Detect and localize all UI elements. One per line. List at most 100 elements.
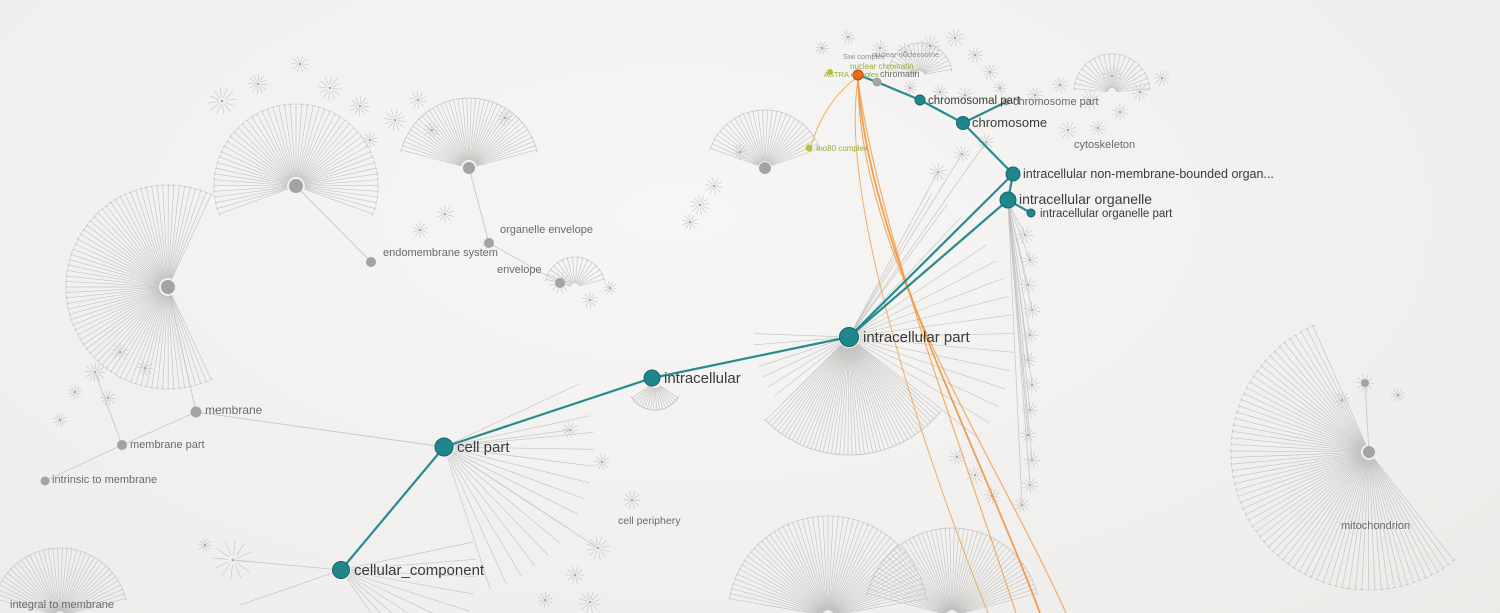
- edge-line: [1052, 85, 1059, 90]
- burst-node[interactable]: [1160, 76, 1164, 80]
- burst-node[interactable]: [688, 220, 692, 224]
- burst-node[interactable]: [1118, 110, 1122, 114]
- burst-node[interactable]: [1138, 90, 1142, 94]
- burst-node[interactable]: [600, 460, 604, 464]
- burst-node[interactable]: [220, 99, 224, 103]
- node-organelle_envelope_node[interactable]: [484, 238, 494, 248]
- burst-node[interactable]: [973, 53, 977, 57]
- burst-node[interactable]: [106, 396, 110, 400]
- burst-node[interactable]: [998, 86, 1002, 90]
- burst-node[interactable]: [955, 455, 959, 459]
- edge-line: [597, 267, 602, 272]
- edge-line: [97, 367, 104, 372]
- burst-node[interactable]: [573, 573, 577, 577]
- burst-node[interactable]: [1396, 393, 1400, 397]
- edge-line: [482, 98, 487, 101]
- burst-node[interactable]: [973, 473, 977, 477]
- node-hub_leftdisc[interactable]: [161, 280, 175, 294]
- burst-node[interactable]: [588, 298, 592, 302]
- node-membrane_node[interactable]: [190, 406, 202, 418]
- burst-node[interactable]: [903, 50, 907, 54]
- burst-node[interactable]: [430, 128, 434, 132]
- burst-node[interactable]: [58, 418, 62, 422]
- burst-node[interactable]: [118, 350, 122, 354]
- burst-node[interactable]: [368, 138, 372, 142]
- burst-node[interactable]: [988, 70, 992, 74]
- burst-node[interactable]: [1058, 83, 1062, 87]
- burst-node[interactable]: [298, 62, 302, 66]
- node-chromosomal_part[interactable]: [914, 94, 926, 106]
- burst-node[interactable]: [738, 150, 742, 154]
- burst-node[interactable]: [712, 184, 716, 188]
- node-membrane_part_node[interactable]: [117, 440, 127, 450]
- burst-node[interactable]: [963, 93, 967, 97]
- burst-node[interactable]: [543, 598, 547, 602]
- edge-line: [962, 146, 967, 153]
- burst-node[interactable]: [418, 228, 422, 232]
- burst-node[interactable]: [820, 46, 824, 50]
- node-envelope_node[interactable]: [555, 278, 565, 288]
- burst-node[interactable]: [1088, 98, 1092, 102]
- edge-line: [138, 362, 144, 367]
- burst-node[interactable]: [908, 86, 912, 90]
- node-intracellular_part[interactable]: [839, 327, 859, 347]
- edge-line: [953, 458, 957, 465]
- burst-node[interactable]: [1096, 126, 1100, 130]
- node-intracellular_organelle[interactable]: [999, 191, 1017, 209]
- burst-node[interactable]: [928, 44, 932, 48]
- node-endomembrane_node[interactable]: [366, 257, 376, 267]
- edge-line: [149, 185, 154, 188]
- burst-node[interactable]: [938, 90, 942, 94]
- node-intrinsic_node[interactable]: [40, 476, 50, 486]
- edge-line: [216, 160, 219, 165]
- burst-node[interactable]: [1033, 93, 1037, 97]
- node-astra_node[interactable]: [827, 69, 833, 75]
- burst-node[interactable]: [953, 36, 957, 40]
- burst-node[interactable]: [588, 600, 592, 604]
- node-chromosome_part[interactable]: [1002, 98, 1010, 106]
- node-hub_topmid[interactable]: [463, 162, 475, 174]
- burst-node[interactable]: [630, 498, 634, 502]
- edge-line: [217, 162, 288, 184]
- edge-line: [151, 295, 167, 388]
- node-hub_upper_mid[interactable]: [759, 162, 771, 174]
- node-cellular_component[interactable]: [332, 561, 350, 579]
- node-ino80_node[interactable]: [805, 144, 813, 152]
- node-hub_topleft[interactable]: [289, 179, 303, 193]
- burst-node[interactable]: [698, 203, 702, 207]
- burst-node[interactable]: [256, 82, 260, 86]
- burst-node[interactable]: [328, 86, 332, 90]
- node-intracellular[interactable]: [643, 369, 661, 387]
- burst-node[interactable]: [393, 118, 397, 122]
- burst-node[interactable]: [443, 212, 447, 216]
- burst-node[interactable]: [878, 46, 882, 50]
- edge-line: [921, 46, 928, 52]
- burst-node[interactable]: [846, 35, 850, 39]
- edge-line: [567, 422, 570, 429]
- node-intracellular_organelle_part[interactable]: [1026, 208, 1036, 218]
- edge-line: [454, 448, 593, 467]
- node-mito_top[interactable]: [1361, 379, 1369, 387]
- burst-node[interactable]: [1066, 128, 1070, 132]
- edge-line: [963, 150, 970, 154]
- burst-node[interactable]: [1340, 398, 1344, 402]
- edge-line: [949, 62, 952, 68]
- burst-node[interactable]: [416, 98, 420, 102]
- node-chromatin_hub[interactable]: [872, 77, 882, 87]
- node-mito_hub[interactable]: [1363, 446, 1375, 458]
- edge-line: [682, 219, 689, 222]
- burst-node[interactable]: [1110, 74, 1114, 78]
- burst-node[interactable]: [503, 116, 507, 120]
- edge-line: [33, 552, 59, 612]
- node-cell_part[interactable]: [434, 437, 454, 457]
- burst-node[interactable]: [73, 390, 77, 394]
- burst-node[interactable]: [358, 104, 362, 108]
- node-non_membrane_bounded[interactable]: [1005, 166, 1021, 182]
- burst-node[interactable]: [608, 286, 612, 290]
- burst-node[interactable]: [203, 543, 207, 547]
- node-nuclear_chromatin_node[interactable]: [852, 69, 864, 81]
- burst-node[interactable]: [143, 366, 147, 370]
- node-chromosome[interactable]: [956, 116, 970, 130]
